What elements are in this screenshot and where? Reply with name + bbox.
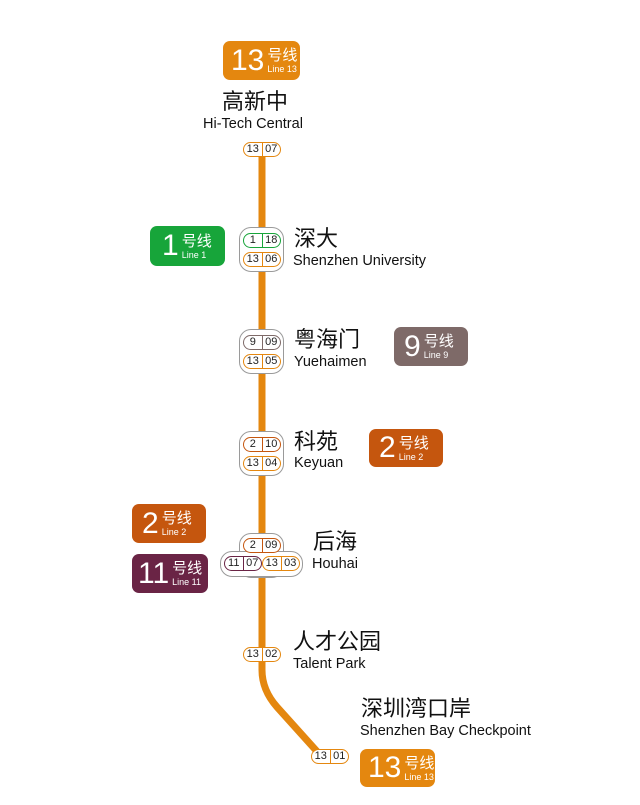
station-name-en: Houhai [312,556,358,572]
station-name-zh: 深大 [294,226,339,251]
station-name-zh: 人才公园 [293,629,382,654]
station-name-en: Keyuan [294,455,344,471]
station-name-en: Shenzhen Bay Checkpoint [360,723,531,739]
station-name-en: Hi-Tech Central [203,116,303,132]
station-name-zh: 科苑 [294,429,339,454]
station-name-en: Talent Park [293,656,366,672]
station-name-en: Shenzhen University [293,253,426,269]
station-name-zh: 深圳湾口岸 [361,696,472,721]
station-name-zh: 粤海门 [294,327,361,352]
station-name-en: Yuehaimen [294,354,367,370]
station-name-zh: 后海 [313,529,358,554]
station-name-zh: 高新中 [222,89,289,114]
